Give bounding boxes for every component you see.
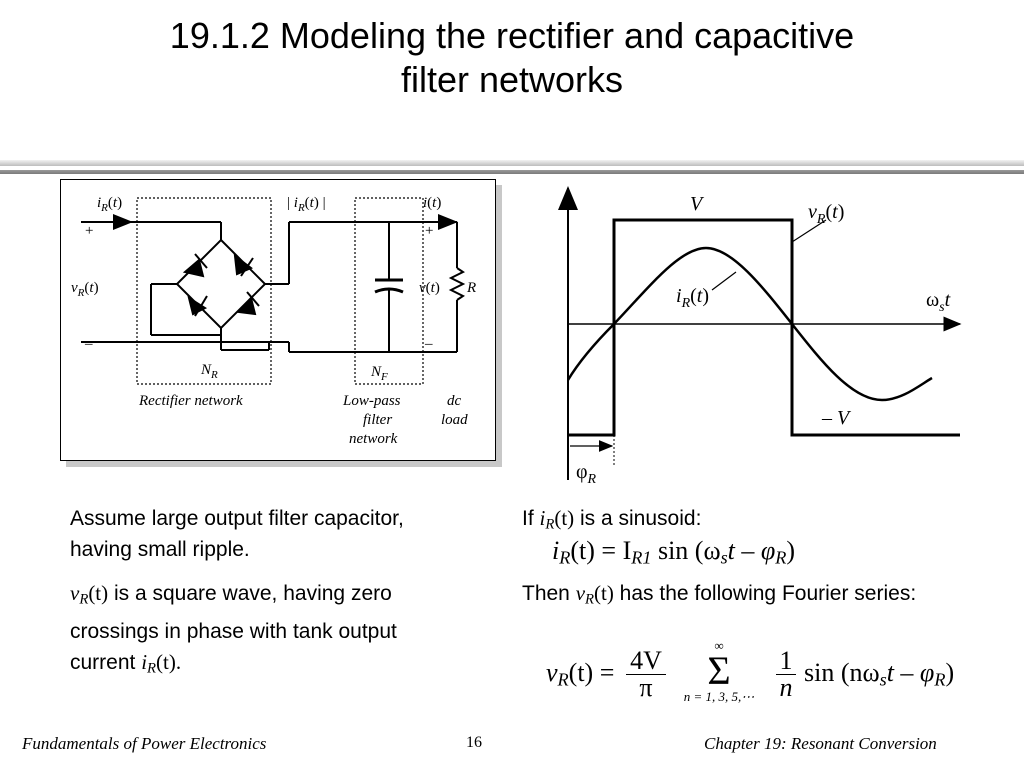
- svg-text:NF: NF: [370, 364, 388, 383]
- svg-text:i(t): i(t): [423, 195, 441, 211]
- minus-V-level-label: – V: [821, 407, 852, 429]
- svg-text:vR(t): vR(t): [71, 280, 99, 299]
- svg-text:v(t): v(t): [419, 280, 440, 296]
- svg-text:ωst: ωst: [926, 289, 951, 315]
- footer-chapter: Chapter 19: Resonant Conversion: [704, 734, 937, 753]
- title-rule-light: [0, 160, 1024, 166]
- waveform-diagram: V – V vR(t) iR(t) ωst φR: [540, 180, 980, 490]
- minus-label-in: –: [84, 336, 93, 352]
- svg-text:vR(t): vR(t): [808, 201, 844, 227]
- right-then-line: Then vR(t) has the following Fourier ser…: [522, 581, 917, 608]
- circuit-diagram: iR(t) + vR(t) – | iR(t) | i(t) + v(t) R …: [60, 179, 496, 461]
- load-resistor: [448, 267, 466, 301]
- footer-book-title: Fundamentals of Power Electronics: [22, 734, 267, 753]
- title-line-1: 19.1.2 Modeling the rectifier and capaci…: [169, 15, 855, 56]
- filter-network-box: [354, 197, 424, 385]
- slide-title: 19.1.2 Modeling the rectifier and capaci…: [0, 14, 1024, 102]
- lowpass-label-3: network: [349, 431, 398, 447]
- title-rule-dark: [0, 170, 1024, 174]
- left-paragraph-1: Assume large output filter capacitor, ha…: [70, 507, 404, 561]
- plus-label-out: +: [425, 223, 433, 239]
- right-if-line: If iR(t) is a sinusoid:: [522, 506, 702, 533]
- equation-fourier-vR: vR(t) = 4V π ∞ Σ n = 1, 3, 5,⋯ 1 n sin (…: [546, 638, 955, 704]
- V-level-label: V: [690, 193, 705, 215]
- minus-label-out: –: [424, 336, 433, 352]
- load-label: load: [441, 412, 468, 428]
- svg-text:iR(t): iR(t): [676, 285, 709, 311]
- title-line-2: filter networks: [400, 59, 624, 100]
- svg-text:φR: φR: [576, 461, 597, 487]
- svg-text:NR: NR: [200, 362, 218, 381]
- sine-wave-iR: [566, 246, 933, 402]
- waveform-svg: V – V vR(t) iR(t) ωst φR: [558, 186, 962, 487]
- svg-text:iR(t): iR(t): [97, 195, 122, 214]
- rectifier-network-label: Rectifier network: [138, 393, 243, 409]
- diode-symbols: [182, 253, 260, 317]
- lowpass-label-1: Low-pass: [342, 393, 401, 409]
- resistor-label: R: [466, 280, 476, 296]
- circuit-svg: iR(t) + vR(t) – | iR(t) | i(t) + v(t) R …: [71, 195, 476, 447]
- left-paragraph-2: vR(t) is a square wave, having zero cros…: [70, 581, 397, 677]
- page-number: 16: [466, 734, 482, 751]
- square-wave-vR: [568, 218, 960, 437]
- rectifier-network-box: [136, 197, 272, 385]
- diode-bridge: [175, 238, 267, 330]
- lowpass-label-2: filter: [363, 412, 392, 428]
- plus-label-in: +: [85, 223, 93, 239]
- dc-label: dc: [447, 393, 462, 409]
- equation-iR: iR(t) = IR1 sin (ωst – φR): [552, 536, 796, 568]
- svg-text:| iR(t) |: | iR(t) |: [287, 195, 326, 214]
